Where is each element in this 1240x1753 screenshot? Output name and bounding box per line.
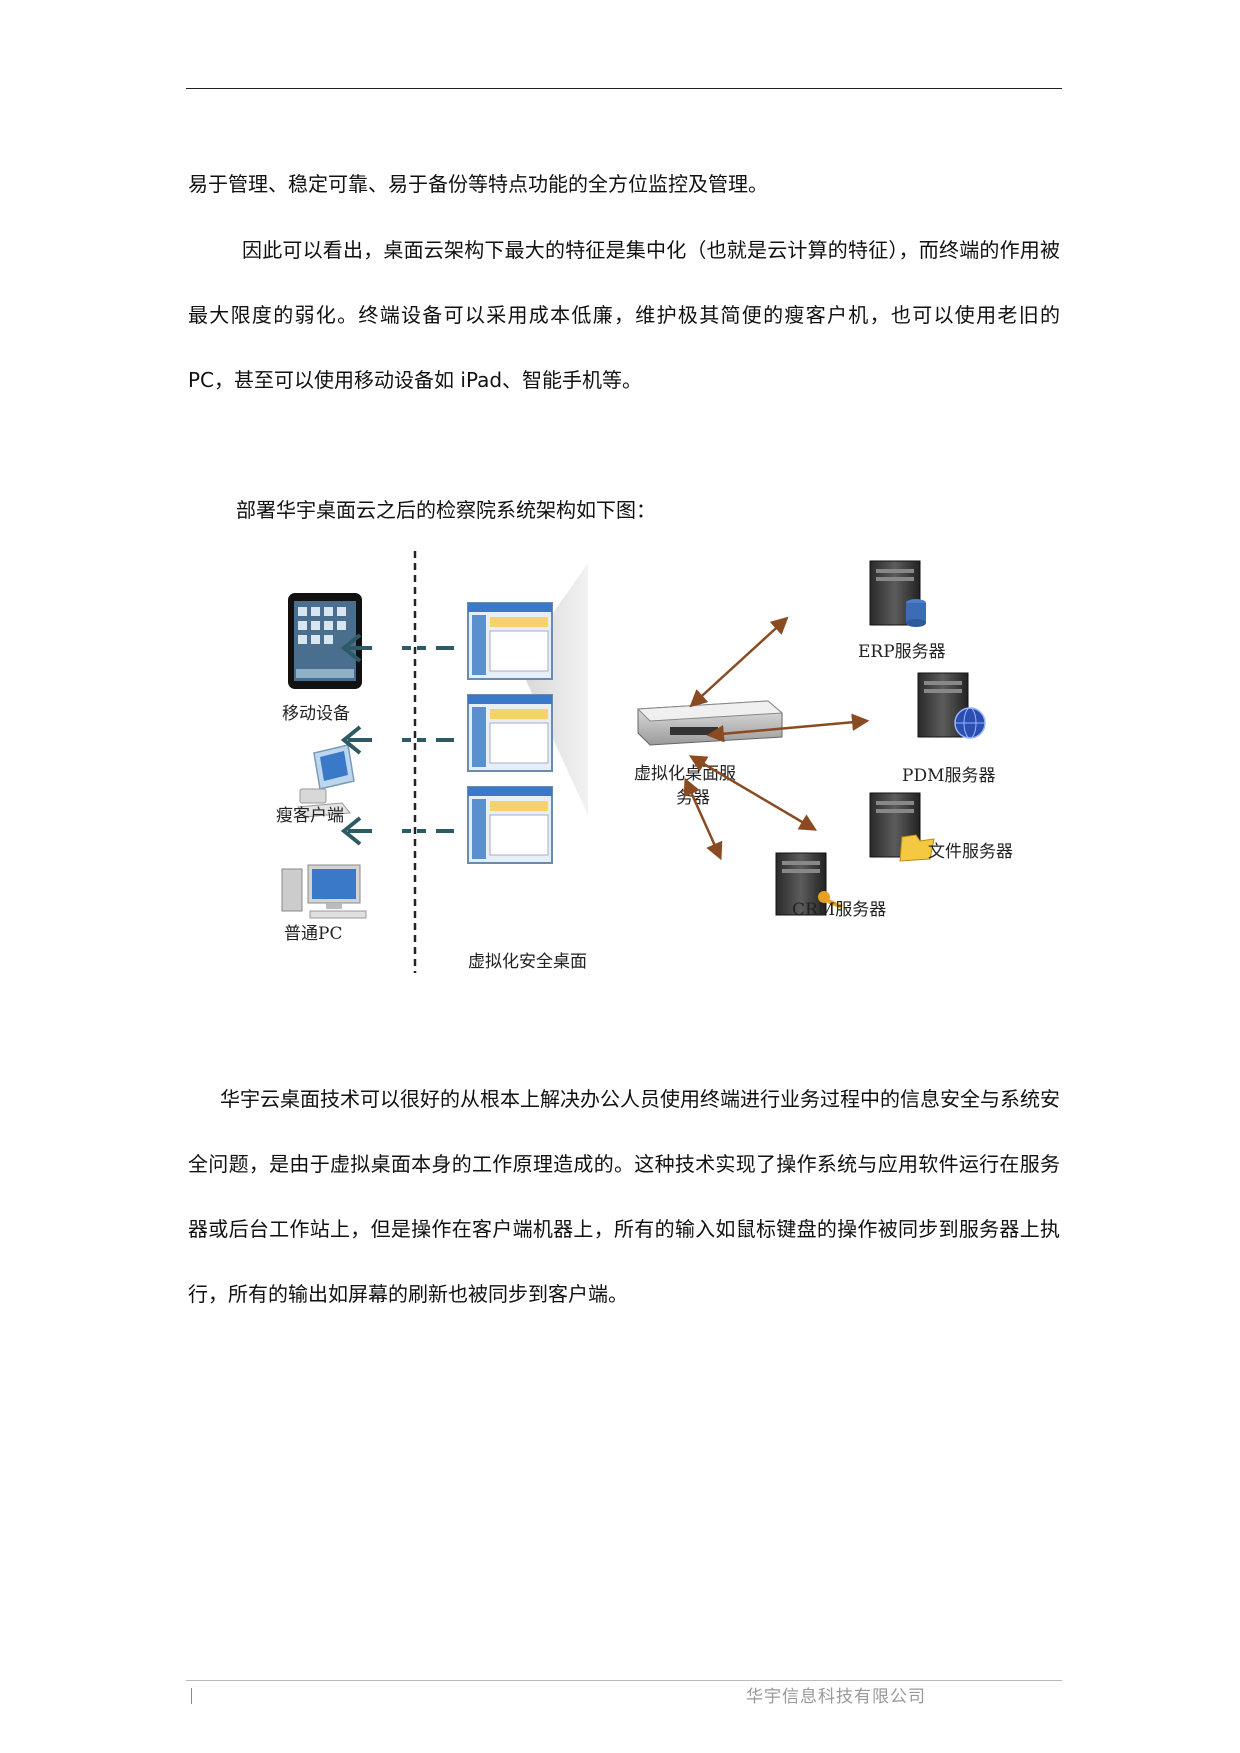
arrow-to-thin-client	[340, 725, 454, 755]
mobile-device-label: 移动设备	[282, 704, 350, 724]
pdm-server-label: PDM服务器	[902, 766, 995, 786]
arrow-server-crm	[683, 777, 723, 861]
arrow-server-pdm	[706, 713, 870, 743]
virtual-desktop-window-2	[467, 694, 553, 772]
file-server-label: 文件服务器	[928, 842, 1013, 862]
footer-page-marker	[191, 1688, 192, 1704]
arrow-to-mobile	[340, 633, 454, 663]
ordinary-pc-label: 普通PC	[284, 924, 342, 944]
erp-server-label: ERP服务器	[858, 642, 946, 662]
pdm-server-icon	[917, 672, 986, 739]
erp-server-icon	[869, 560, 926, 627]
virtual-desktop-window-3	[467, 786, 553, 864]
virtual-desktop-window-1	[467, 602, 553, 680]
figure-caption: 部署华宇桌面云之后的检察院系统架构如下图：	[236, 498, 656, 522]
paragraph-2: 因此可以看出，桌面云架构下最大的特征是集中化（也就是云计算的特征），而终端的作用…	[188, 238, 1060, 392]
crm-server-icon	[775, 852, 843, 916]
arrow-server-erp	[689, 616, 789, 708]
architecture-diagram: 移动设备 瘦客户端 普通PC	[276, 551, 1013, 973]
thin-client-label: 瘦客户端	[276, 806, 344, 826]
virtual-desktop-label: 虚拟化安全桌面	[468, 952, 587, 972]
arrow-server-file	[688, 755, 818, 831]
thin-client-icon	[297, 744, 355, 818]
file-server-icon	[869, 792, 935, 862]
arrow-to-pc	[340, 816, 454, 846]
tablet-icon	[288, 593, 362, 689]
central-server-icon	[636, 700, 784, 746]
paragraph-1: 易于管理、稳定可靠、易于备份等特点功能的全方位监控及管理。	[188, 172, 768, 196]
projection-wedge	[518, 563, 588, 815]
footer-rule	[186, 1680, 1062, 1681]
header-rule	[186, 88, 1062, 89]
crm-server-label: CRM服务器	[792, 900, 886, 920]
desktop-pc-icon	[281, 864, 367, 919]
paragraph-3: 华宇云桌面技术可以很好的从根本上解决办公人员使用终端进行业务过程中的信息安全与系…	[188, 1087, 1060, 1306]
footer-company-name: 华宇信息科技有限公司	[746, 1687, 926, 1707]
